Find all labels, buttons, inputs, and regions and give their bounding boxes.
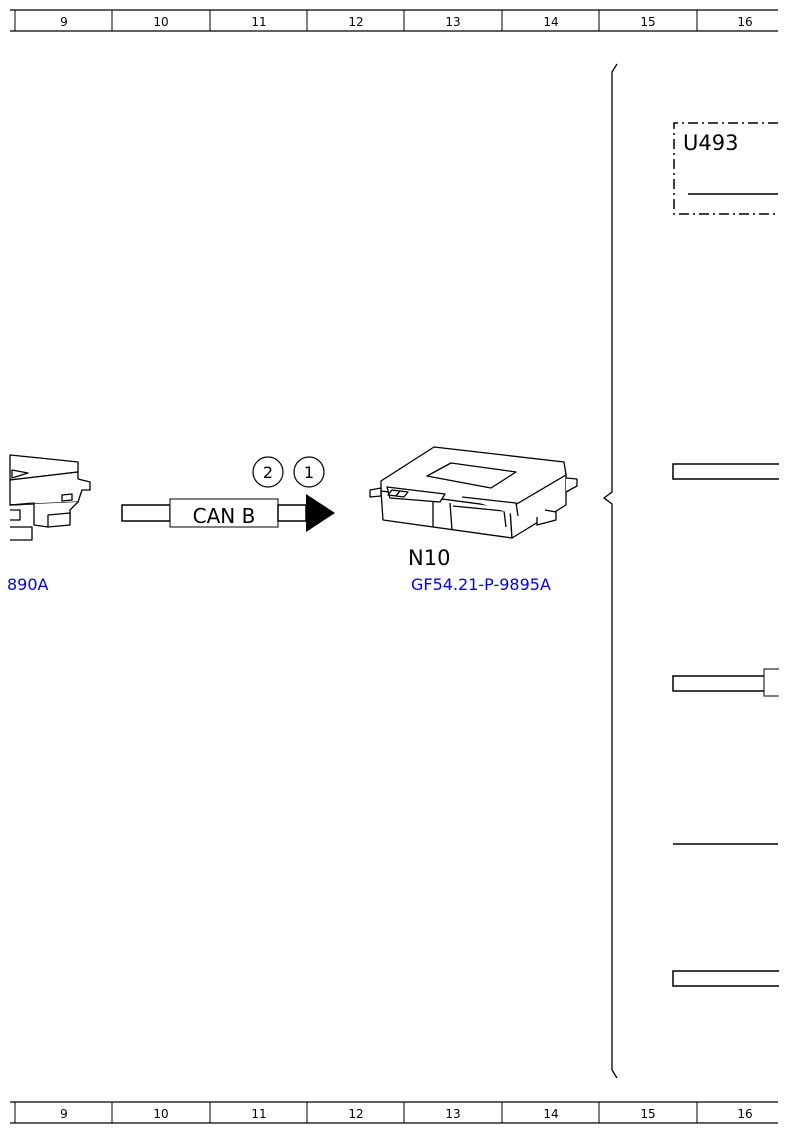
left-control-module	[9, 454, 91, 541]
can-bus-label: CAN B	[193, 504, 256, 528]
pin-1-circle	[293, 456, 325, 488]
n10-module-label: N10	[408, 546, 450, 570]
top-ruler: 9 10 11 12 13 14 15 16	[10, 9, 778, 32]
pin-1-label: 1	[304, 463, 314, 482]
ruler-col-10: 10	[153, 15, 168, 29]
can-label-box	[169, 498, 279, 528]
ruler-col-16: 16	[737, 1107, 752, 1121]
can-wire-right	[277, 504, 307, 522]
ruler-col-15: 15	[640, 1107, 655, 1121]
right-edge-mask	[779, 0, 787, 1134]
n10-module-doc-link[interactable]: GF54.21-P-9895A	[411, 575, 551, 594]
can-bus-connector	[121, 494, 335, 532]
ruler-col-12: 12	[348, 1107, 363, 1121]
bottom-ruler: 9 10 11 12 13 14 15 16	[10, 1101, 778, 1124]
ruler-col-15: 15	[640, 15, 655, 29]
ruler-col-9: 9	[60, 1107, 68, 1121]
u493-label: U493	[683, 131, 738, 155]
ruler-col-12: 12	[348, 15, 363, 29]
can-wire-left	[121, 504, 171, 522]
ruler-col-14: 14	[543, 1107, 558, 1121]
arrow-right-icon	[306, 494, 335, 532]
ruler-col-14: 14	[543, 15, 558, 29]
grouping-brace	[602, 63, 618, 1079]
ruler-col-11: 11	[251, 15, 266, 29]
u493-component-box	[673, 122, 778, 215]
pin-2-label: 2	[263, 463, 273, 482]
right-connector-2	[672, 675, 766, 692]
ruler-col-9: 9	[60, 15, 68, 29]
ruler-col-13: 13	[445, 1107, 460, 1121]
left-module-doc-link[interactable]: 890A	[7, 575, 49, 594]
right-connector-1	[672, 463, 784, 480]
ruler-col-10: 10	[153, 1107, 168, 1121]
ruler-col-16: 16	[737, 15, 752, 29]
ruler-col-13: 13	[445, 15, 460, 29]
ruler-col-11: 11	[251, 1107, 266, 1121]
n10-control-module	[369, 446, 578, 539]
right-connector-3	[672, 970, 784, 987]
pin-2-circle	[252, 456, 284, 488]
